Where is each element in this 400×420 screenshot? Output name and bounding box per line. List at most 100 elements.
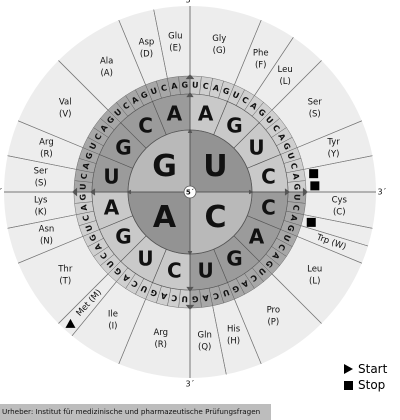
third-base-label: C: [93, 132, 104, 142]
amino-acid-abbr: (I): [108, 322, 117, 332]
amino-acid-divider: [58, 273, 109, 324]
axis-arrow: [186, 92, 194, 98]
amino-acid-abbr: (Q): [198, 342, 211, 352]
third-base-label: A: [92, 241, 103, 252]
amino-acid-divider: [300, 225, 369, 247]
third-base-label: G: [181, 80, 188, 89]
amino-acid-abbr: (C): [333, 208, 346, 218]
start-triangle-icon: [344, 364, 358, 374]
third-base-label: C: [276, 242, 287, 252]
third-base-label: A: [130, 94, 141, 105]
amino-acid-divider: [254, 37, 294, 96]
amino-acid-abbr: (N): [40, 237, 53, 247]
third-base-label: A: [79, 203, 89, 211]
amino-acid-name: Cys: [332, 196, 348, 206]
amino-acid-abbr: (S): [309, 110, 321, 120]
third-base-label: U: [221, 287, 230, 298]
third-base-label: C: [81, 214, 91, 222]
legend-stop: Stop: [344, 377, 400, 393]
third-base-label: G: [84, 151, 95, 160]
third-base-label: C: [289, 162, 299, 170]
second-base-label: A: [104, 196, 120, 220]
three-prime-label: 3´: [0, 187, 3, 197]
third-base-label: C: [271, 123, 282, 133]
legend-start-label: Start: [358, 362, 388, 376]
amino-acid-divider: [153, 9, 168, 79]
second-base-label: C: [167, 258, 182, 282]
third-base-label: C: [249, 273, 259, 284]
legend-stop-label: Stop: [358, 378, 386, 392]
second-base-label: C: [261, 196, 276, 220]
axis-arrow: [185, 304, 195, 310]
axis-arrow: [302, 187, 308, 197]
third-base-label: C: [121, 101, 131, 112]
amino-acid-name: Leu: [278, 65, 293, 75]
third-base-label: A: [81, 161, 91, 170]
third-base-label: U: [256, 266, 267, 277]
amino-acid-divider: [7, 155, 77, 170]
third-base-label: A: [276, 132, 287, 143]
first-base-label: U: [203, 149, 227, 184]
third-base-label: G: [292, 183, 301, 190]
amino-acid-name: Ala: [100, 56, 113, 66]
three-prime-label: 3´: [185, 379, 194, 389]
third-base-label: U: [139, 283, 149, 294]
first-base-quadrant: [127, 129, 191, 193]
amino-acid-divider: [271, 273, 322, 324]
third-base-label: G: [231, 283, 241, 294]
amino-acid-divider: [58, 60, 109, 111]
amino-acid-abbr: (E): [169, 44, 181, 54]
third-base-label: G: [285, 223, 296, 232]
third-base-label: G: [281, 141, 292, 151]
first-base-label: A: [153, 200, 177, 235]
amino-acid-abbr: (S): [35, 178, 47, 188]
third-base-label: A: [212, 83, 221, 93]
third-base-label: G: [139, 90, 149, 101]
amino-acid-name: Ser: [308, 98, 323, 108]
first-base-label: G: [152, 149, 177, 184]
amino-acid-divider: [118, 20, 146, 85]
center-mark-label: 5´: [186, 189, 195, 197]
amino-acid-divider: [303, 155, 373, 170]
third-base-label: C: [99, 251, 110, 261]
axis-arrow: [284, 188, 290, 196]
amino-acid-divider: [18, 120, 83, 148]
third-base-label: A: [249, 101, 260, 112]
third-base-label: U: [285, 151, 296, 160]
third-base-label: G: [264, 258, 275, 269]
center-mark: [183, 185, 197, 199]
second-base-label: C: [138, 113, 153, 137]
amino-acid-name: Arg: [39, 137, 54, 147]
amino-acid-abbr: (H): [227, 337, 240, 347]
third-base-label: C: [171, 293, 178, 303]
third-base-label: U: [88, 141, 99, 151]
third-base-label: C: [291, 204, 301, 211]
second-base-label: C: [261, 164, 276, 188]
third-base-label: A: [159, 290, 168, 300]
axis-arrow: [90, 188, 96, 196]
stop-square-icon: [344, 380, 358, 390]
first-base-label: C: [204, 200, 226, 235]
third-base-label: A: [201, 293, 209, 303]
third-base-label: U: [192, 80, 199, 89]
amino-acid-abbr: (V): [59, 110, 71, 120]
three-prime-label: 3´: [185, 0, 194, 5]
amino-acid-divider: [271, 60, 322, 111]
amino-acid-divider: [297, 120, 362, 148]
start-codon-triangle-icon: [65, 318, 76, 328]
amino-acid-name: Leu: [307, 264, 322, 274]
second-base-label: G: [115, 224, 131, 248]
amino-acid-abbr: (L): [309, 276, 320, 286]
amino-acid-abbr: (K): [35, 208, 47, 218]
third-base-label: U: [84, 223, 95, 232]
third-base-label: A: [270, 251, 281, 262]
second-base-label: U: [137, 247, 153, 271]
axis-arrow: [186, 286, 194, 292]
third-base-label: C: [160, 83, 168, 93]
amino-acid-divider: [71, 281, 117, 336]
amino-acid-name: Arg: [153, 328, 168, 338]
axis-arrow: [185, 74, 195, 80]
third-base-label: A: [291, 173, 301, 181]
amino-acid-abbr: (R): [154, 340, 167, 350]
